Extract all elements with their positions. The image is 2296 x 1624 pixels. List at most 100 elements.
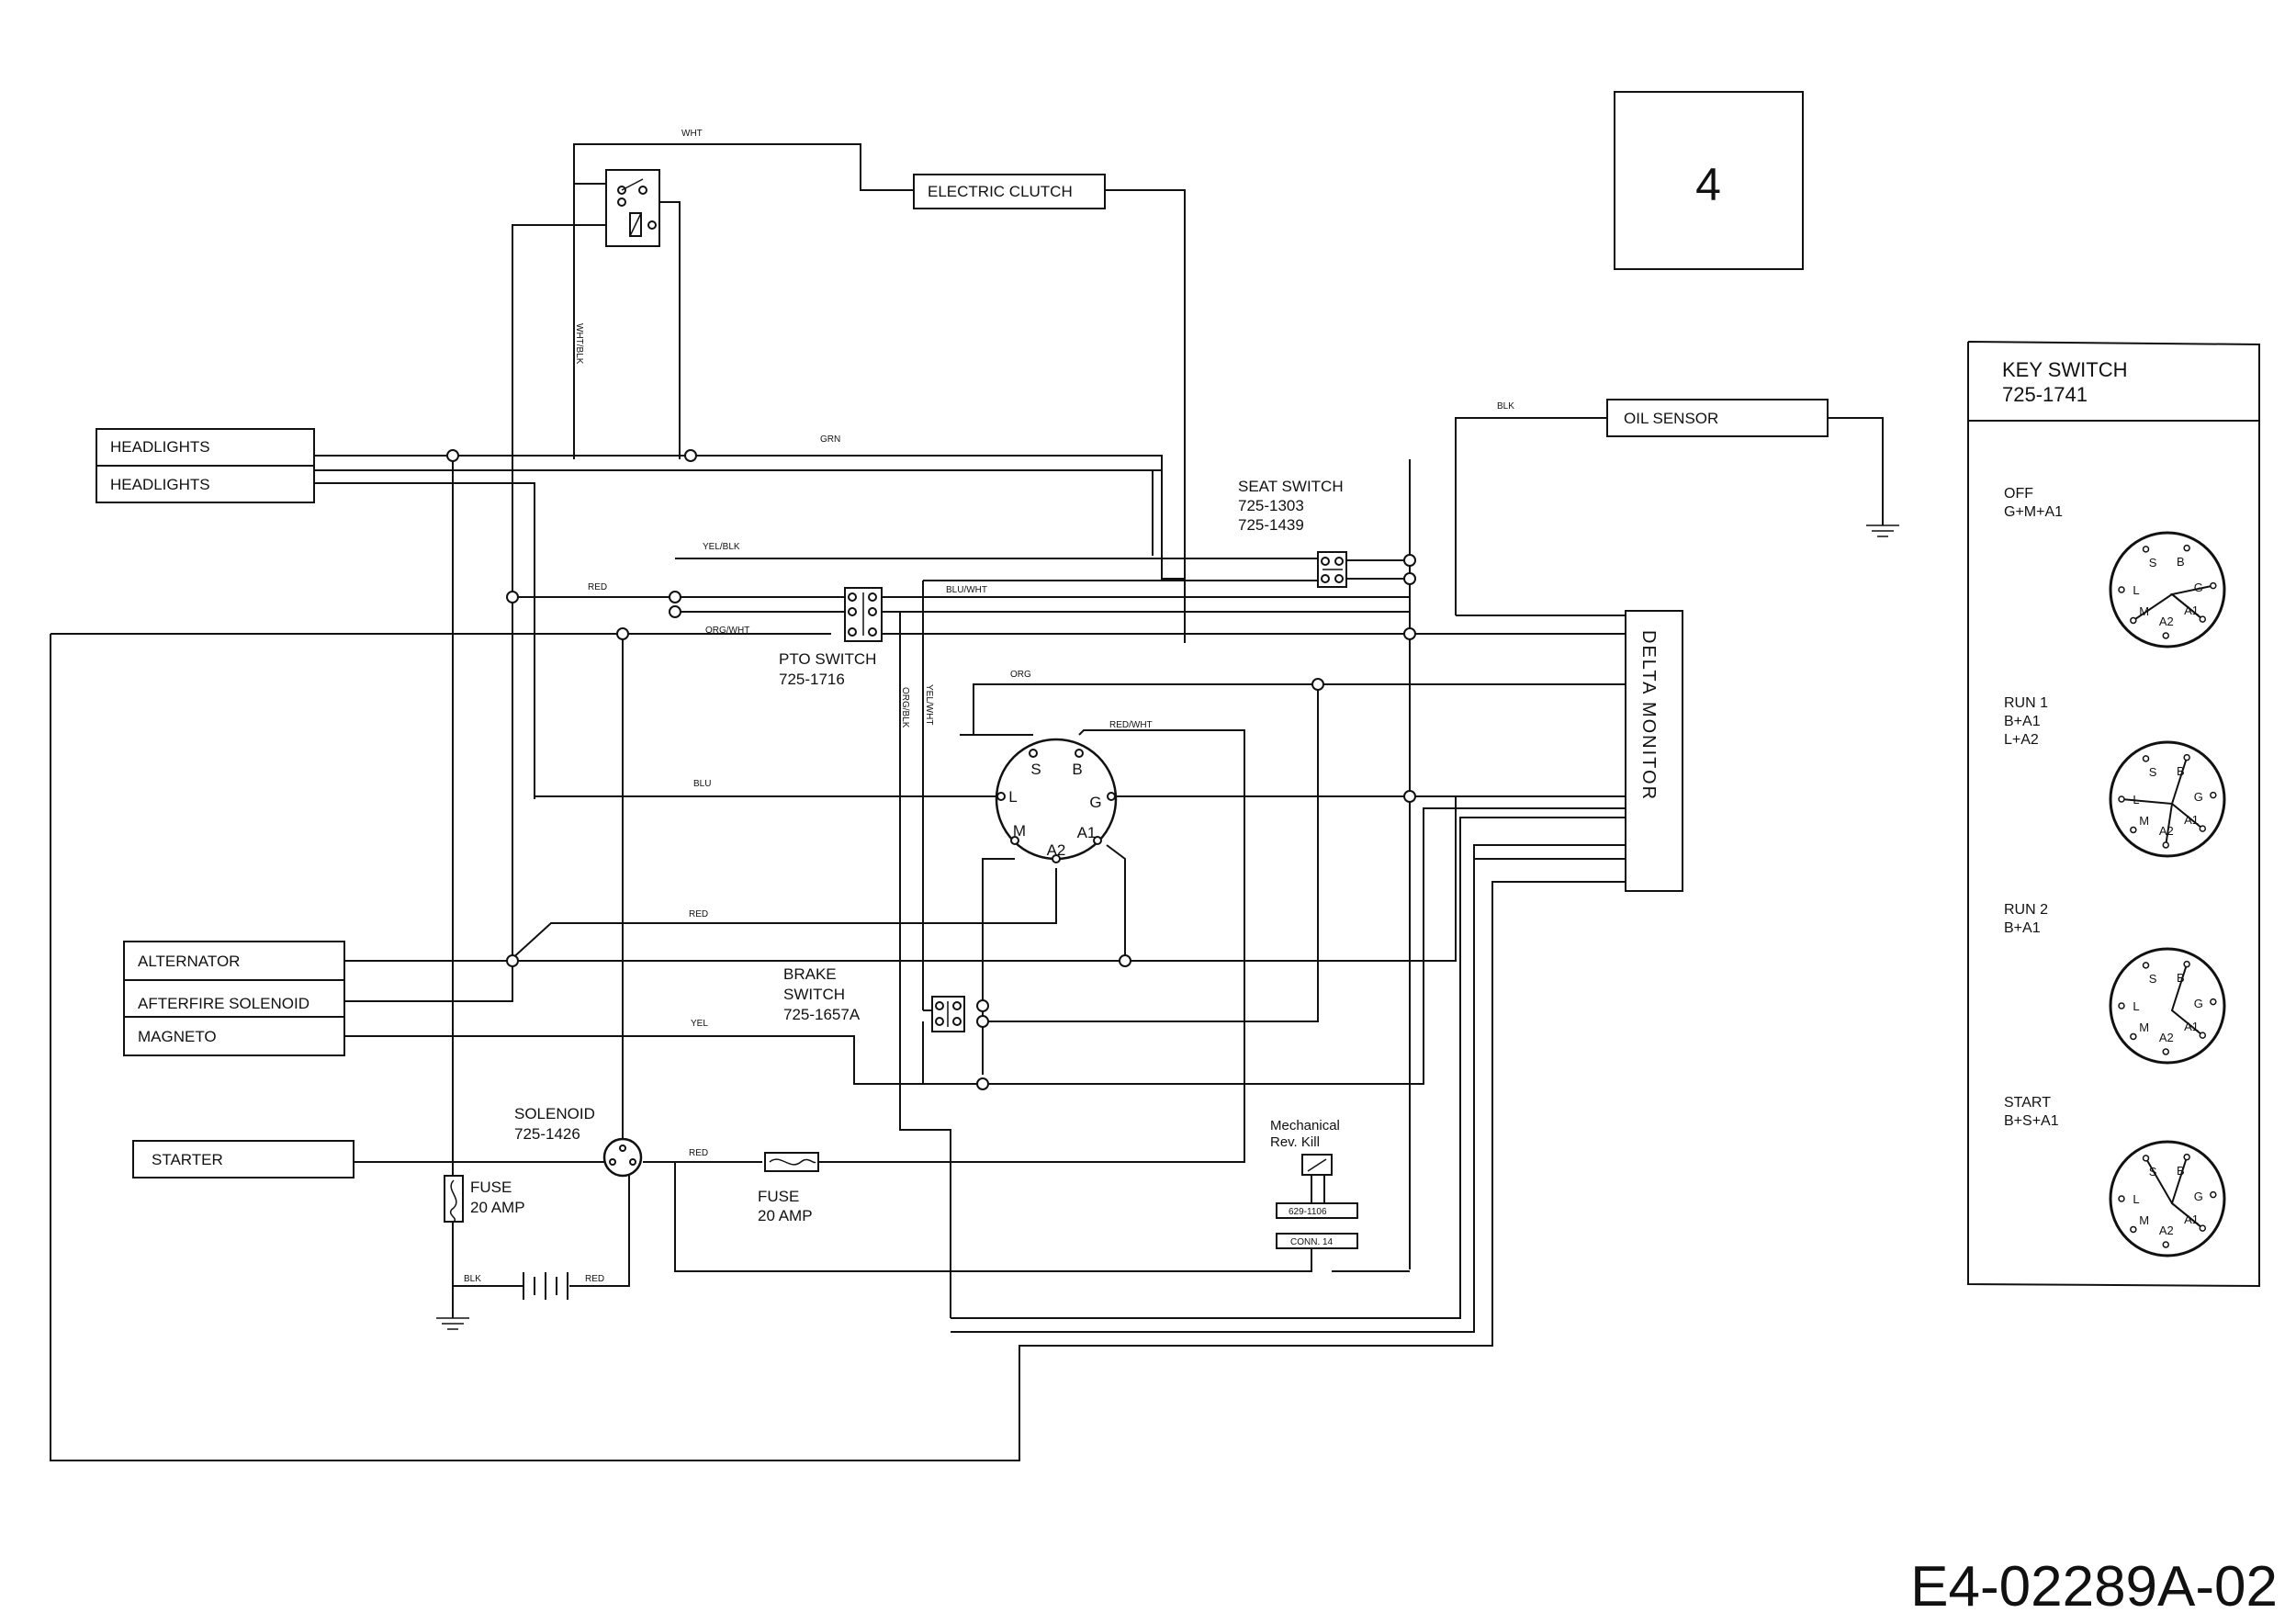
alternator-group: ALTERNATOR AFTERFIRE SOLENOID MAGNETO — [123, 941, 345, 1056]
key-position-combo: B+A1 — [2004, 714, 2041, 729]
key-terminal — [2162, 1048, 2170, 1055]
svg-text:MAGNETO: MAGNETO — [138, 1028, 217, 1045]
key-connection — [2170, 964, 2203, 1036]
svg-text:4: 4 — [1695, 159, 1721, 210]
svg-text:BLU/WHT: BLU/WHT — [946, 585, 987, 595]
svg-text:KEY SWITCH: KEY SWITCH — [2002, 358, 2128, 381]
key-terminal — [2130, 1032, 2137, 1041]
key-terminal-label: A1 — [2184, 1212, 2199, 1226]
svg-text:725-1439: 725-1439 — [1238, 516, 1304, 534]
key-position-combo: B+A1 — [2004, 920, 2041, 936]
fuse-left: FUSE 20 AMP — [444, 1175, 525, 1223]
key-terminal — [2162, 632, 2170, 639]
svg-text:RED: RED — [689, 1148, 708, 1158]
key-terminal-label: S — [2149, 556, 2157, 570]
key-connection — [2133, 592, 2203, 622]
key-terminal — [2210, 581, 2217, 590]
svg-text:725-1657A: 725-1657A — [783, 1006, 861, 1023]
svg-text:A2: A2 — [1047, 841, 1066, 859]
relay-switch — [605, 169, 660, 247]
key-terminal — [2210, 1190, 2217, 1199]
svg-text:HEADLIGHTS: HEADLIGHTS — [110, 476, 210, 493]
key-terminal — [2162, 1241, 2170, 1248]
key-terminal — [2118, 1002, 2125, 1009]
key-terminal-label: A2 — [2159, 615, 2174, 628]
key-terminal-label: A1 — [2184, 603, 2199, 617]
key-terminal — [2142, 755, 2150, 762]
svg-text:RED: RED — [585, 1274, 604, 1284]
junction-dots — [446, 449, 1416, 1090]
svg-text:RED/WHT: RED/WHT — [1109, 720, 1153, 730]
key-terminal — [2118, 795, 2125, 803]
svg-text:S: S — [1030, 761, 1041, 778]
svg-text:RED: RED — [689, 909, 708, 919]
svg-text:20 AMP: 20 AMP — [470, 1199, 525, 1216]
ignition-switch: S B L G M A2 A1 — [995, 738, 1118, 863]
svg-text:SEAT SWITCH: SEAT SWITCH — [1238, 478, 1344, 495]
fuse-right: FUSE 20 AMP — [758, 1152, 819, 1224]
key-terminal — [2142, 1155, 2150, 1162]
key-position-name: START — [2004, 1095, 2051, 1111]
key-terminal — [2199, 1224, 2207, 1232]
svg-text:SWITCH: SWITCH — [783, 986, 845, 1003]
key-terminal-label: M — [2139, 814, 2149, 828]
key-terminal — [2130, 616, 2137, 625]
svg-text:ELECTRIC CLUTCH: ELECTRIC CLUTCH — [928, 183, 1073, 200]
key-terminal — [2142, 546, 2150, 553]
key-terminal-label: B — [2177, 1164, 2185, 1178]
svg-text:HEADLIGHTS: HEADLIGHTS — [110, 438, 210, 456]
key-position-name: RUN 2 — [2004, 902, 2048, 918]
wire-color-labels: WHT WHT/BLK GRN BLK YEL/BLK RED BLU/WHT … — [464, 129, 1514, 1284]
svg-text:ALTERNATOR: ALTERNATOR — [138, 953, 240, 970]
drawing-code: E4-02289A-02 — [1910, 1555, 2278, 1618]
svg-text:Rev. Kill: Rev. Kill — [1270, 1134, 1320, 1150]
key-terminal — [2118, 1195, 2125, 1202]
svg-text:BLU: BLU — [693, 779, 711, 789]
svg-text:YEL/WHT: YEL/WHT — [924, 684, 934, 725]
key-terminal-label: M — [2139, 1021, 2149, 1034]
mechanical-rev-kill: Mechanical Rev. Kill 629-1106 CONN. 14 — [1270, 1118, 1358, 1249]
svg-text:G: G — [1089, 794, 1101, 811]
svg-text:YEL/BLK: YEL/BLK — [703, 542, 740, 552]
svg-text:B: B — [1072, 761, 1082, 778]
svg-text:WHT: WHT — [681, 129, 703, 139]
key-terminal — [2162, 841, 2170, 849]
key-terminal-label: G — [2194, 581, 2203, 594]
svg-text:RED: RED — [588, 582, 607, 592]
key-connection — [2121, 798, 2174, 846]
svg-text:FUSE: FUSE — [758, 1188, 799, 1205]
svg-text:ORG/BLK: ORG/BLK — [900, 687, 910, 728]
key-connection — [2144, 1157, 2203, 1229]
delta-monitor-box: DELTA MONITOR — [1625, 610, 1683, 892]
key-terminal-label: A1 — [2184, 813, 2199, 827]
svg-text:GRN: GRN — [820, 434, 840, 445]
svg-text:A1: A1 — [1077, 824, 1097, 841]
solenoid: SOLENOID 725-1426 — [514, 1105, 643, 1178]
key-switch-dial — [2109, 740, 2226, 858]
pto-switch: PTO SWITCH 725-1716 — [779, 587, 883, 688]
key-terminal-label: B — [2177, 555, 2185, 569]
key-switch-dial — [2109, 531, 2226, 648]
ground-icon — [436, 524, 1899, 1330]
svg-text:BRAKE: BRAKE — [783, 965, 837, 983]
key-terminal-label: L — [2133, 793, 2139, 806]
svg-text:BLK: BLK — [1497, 401, 1514, 412]
key-switch-dial — [2109, 947, 2226, 1065]
key-terminal-label: B — [2177, 764, 2185, 778]
svg-text:YEL: YEL — [691, 1019, 708, 1029]
key-terminal-label: A1 — [2184, 1020, 2199, 1033]
key-terminal — [2118, 586, 2125, 593]
key-terminal-label: G — [2194, 790, 2203, 804]
svg-text:L: L — [1008, 788, 1017, 806]
svg-text:STARTER: STARTER — [152, 1151, 223, 1168]
key-terminal — [2142, 962, 2150, 969]
electric-clutch-box: ELECTRIC CLUTCH — [913, 174, 1106, 209]
svg-text:SOLENOID: SOLENOID — [514, 1105, 595, 1122]
starter-box: STARTER — [132, 1140, 355, 1179]
svg-text:725-1741: 725-1741 — [2002, 383, 2088, 406]
